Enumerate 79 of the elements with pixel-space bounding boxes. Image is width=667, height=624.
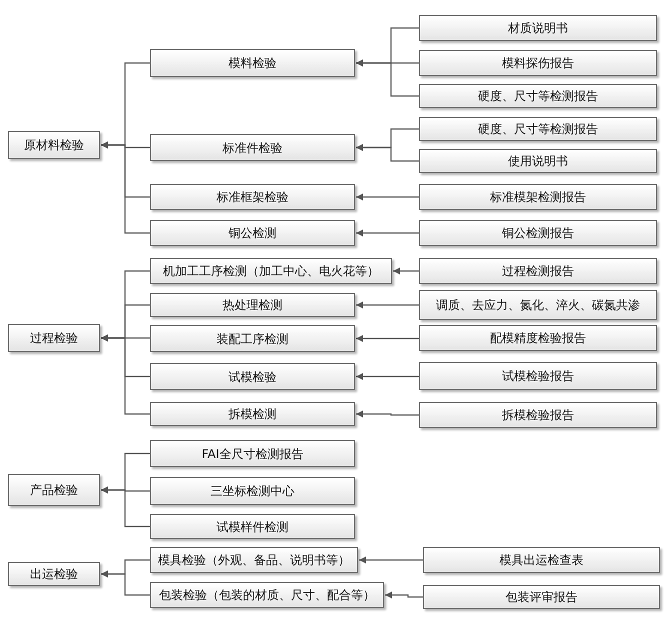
- box-label: 硬度、尺寸等检测报告: [478, 122, 598, 136]
- box-label: 标准框架检验: [216, 190, 288, 204]
- process-box: [419, 290, 657, 320]
- connector-arrow: [356, 335, 419, 342]
- box-label: 标准模架检测报告: [490, 190, 586, 204]
- process-box: [150, 293, 355, 317]
- box-label: 包装评审报告: [506, 590, 578, 604]
- process-box: [419, 325, 657, 351]
- process-box: [419, 50, 657, 76]
- process-box: [150, 258, 392, 284]
- box-label: 机加工工序检测（加工中心、电火花等）: [163, 264, 379, 278]
- process-box: [423, 585, 660, 609]
- connector-arrow: [356, 194, 419, 200]
- connector-arrow: [101, 142, 150, 234]
- box-label: 标准件检验: [222, 140, 282, 154]
- box-label: 产品检验: [30, 483, 78, 497]
- box-label: 硬度、尺寸等检测报告: [478, 89, 598, 103]
- process-box: [150, 363, 355, 390]
- box-label: FAI全尺寸检测报告: [202, 446, 304, 460]
- connector-arrow: [356, 60, 419, 97]
- box-label: 出运检验: [30, 567, 78, 581]
- process-box: [150, 440, 355, 467]
- box-label: 模具出运检查表: [500, 553, 584, 567]
- process-box: [150, 134, 355, 161]
- process-box: [150, 402, 355, 426]
- connector-arrow: [393, 268, 419, 274]
- process-box: [150, 582, 384, 608]
- process-box: [423, 547, 660, 573]
- box-label: 热处理检测: [222, 298, 282, 312]
- process-box: [150, 514, 355, 539]
- box-label: 试模检验: [228, 370, 276, 384]
- process-box: [8, 474, 100, 506]
- box-label: 模料检验: [228, 56, 276, 70]
- box-label: 装配工序检测: [216, 332, 288, 346]
- process-box: [419, 117, 657, 141]
- box-label: 模料探伤报告: [502, 56, 574, 70]
- process-box: [419, 362, 657, 390]
- process-box: [419, 15, 657, 41]
- process-box: [150, 547, 358, 573]
- process-box: [419, 402, 657, 428]
- process-box: [150, 49, 355, 77]
- process-box: [419, 258, 657, 284]
- box-label: 拆模检验报告: [502, 408, 574, 422]
- box-label: 材质说明书: [508, 21, 568, 35]
- connector-arrow: [385, 592, 423, 598]
- connector-arrow: [359, 556, 423, 564]
- connector-arrow: [356, 230, 419, 236]
- box-label: 铜公检测报告: [502, 226, 574, 240]
- box-label: 使用说明书: [508, 154, 568, 168]
- box-label: 过程检验: [30, 331, 78, 345]
- process-box: [150, 220, 355, 246]
- connector-arrow: [101, 486, 150, 528]
- box-label: 过程检测报告: [502, 264, 574, 278]
- connector-arrow: [356, 410, 419, 418]
- process-box: [150, 325, 355, 352]
- box-label: 模具检验（外观、备品、说明书等）: [158, 553, 350, 567]
- connector-arrow: [101, 334, 150, 415]
- box-label: 试模检验报告: [502, 369, 574, 383]
- box-label: 配模精度检验报告: [490, 331, 586, 345]
- process-box: [419, 220, 657, 246]
- process-box: [8, 131, 100, 159]
- connector-arrow: [356, 302, 419, 308]
- box-label: 拆模检测: [228, 407, 276, 421]
- process-box: [419, 149, 657, 173]
- process-box: [8, 562, 100, 586]
- box-label: 调质、去应力、氮化、淬火、碳氮共渗: [436, 298, 640, 312]
- connector-arrow: [356, 144, 419, 162]
- box-label: 包装检验（包装的材质、尺寸、配合等）: [159, 588, 375, 602]
- connector-arrow: [356, 373, 419, 380]
- box-label: 铜公检测: [228, 226, 276, 240]
- box-label: 三坐标检测中心: [210, 484, 294, 498]
- connector-arrow: [101, 570, 150, 596]
- process-box: [8, 324, 100, 352]
- process-box: [150, 477, 355, 505]
- box-label: 原材料检验: [24, 138, 84, 152]
- process-box: [419, 184, 657, 210]
- box-label: 试模样件检测: [216, 520, 288, 534]
- process-box: [150, 184, 355, 210]
- process-box: [419, 84, 657, 108]
